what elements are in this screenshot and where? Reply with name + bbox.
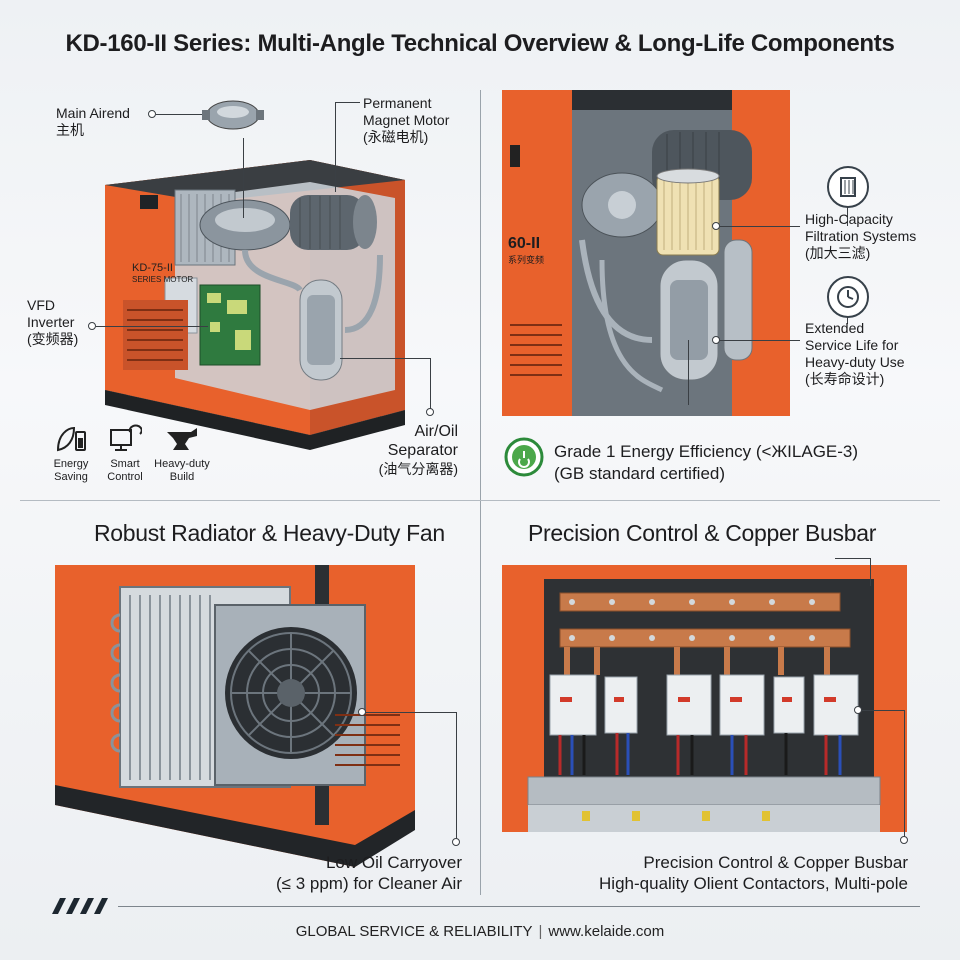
label-low-oil-carryover: Low Oil Carryover(≤ 3 ppm) for Cleaner A… — [275, 853, 462, 893]
footer: GLOBAL SERVICE & RELIABILITY | www.kelaide… — [0, 923, 960, 940]
life-leader-drop — [688, 340, 689, 405]
motor-leader-top — [335, 102, 360, 103]
title-radiator-fan: Robust Radiator & Heavy-Duty Fan — [94, 520, 445, 546]
footer-tagline: GLOBAL SERVICE & RELIABILITY — [295, 923, 533, 940]
control-cabinet-illustration — [502, 565, 907, 832]
vfd-leader-line — [96, 326, 208, 327]
vertical-divider — [480, 90, 481, 895]
radiator-leader-v — [456, 712, 457, 842]
radiator-fan-illustration — [55, 565, 415, 867]
page-title: KD-160-II Series: Multi-Angle Technical … — [65, 30, 895, 57]
contactor-leader-h — [862, 710, 904, 711]
footer-separator: | — [538, 923, 543, 940]
footer-rule — [118, 906, 920, 907]
filter-icon-stem — [847, 206, 848, 226]
busbar-leader-end — [835, 558, 871, 559]
smart-control-icon — [110, 424, 142, 451]
title-precision-control: Precision Control & Copper Busbar — [528, 520, 877, 546]
filter-leader-dot — [712, 222, 720, 230]
airend-thumbnail-icon — [202, 100, 264, 130]
separator-leader-dot — [426, 408, 434, 416]
quadrant-radiator-fan: Robust Radiator & Heavy-Duty Fan — [0, 500, 480, 900]
contactor-leader-end — [900, 836, 908, 844]
radiator-leader-dot — [358, 708, 366, 716]
filter-cartridge-icon — [840, 177, 856, 197]
airend-drop-line — [243, 138, 244, 218]
busbar-leader-top — [870, 558, 871, 586]
radiator-leader-h — [366, 712, 456, 713]
airend-leader-line — [156, 114, 204, 115]
footer-stripes-icon — [52, 898, 108, 914]
life-leader-line — [720, 340, 800, 341]
footer-website-link[interactable]: www.kelaide.com — [548, 923, 665, 940]
internal-components-illustration — [502, 90, 790, 416]
energy-efficiency-badge-icon — [504, 437, 544, 477]
energy-saving-icon — [56, 426, 86, 452]
separator-leader-h — [340, 358, 430, 359]
radiator-leader-end — [452, 838, 460, 846]
separator-leader-v — [430, 358, 431, 413]
contactor-leader-v — [904, 710, 905, 840]
airend-leader-dot — [148, 110, 156, 118]
compressor-cutaway-illustration — [105, 160, 405, 450]
vfd-leader-dot — [88, 322, 96, 330]
motor-leader-line — [335, 102, 336, 192]
life-leader-dot — [712, 336, 720, 344]
contactor-leader-dot — [854, 706, 862, 714]
horizontal-divider — [20, 500, 940, 501]
quadrant-control-busbar: Precision Control & Copper Busbar — [480, 500, 960, 900]
heavy-duty-anvil-icon — [167, 428, 197, 450]
filter-leader-line — [720, 226, 800, 227]
clock-icon — [837, 286, 859, 308]
filtration-icon — [827, 166, 869, 208]
service-life-icon — [827, 276, 869, 318]
life-icon-stem — [847, 316, 848, 324]
label-grade-1-energy: Grade 1 Energy Efficiency (<ЖILAGE-3)(GB… — [554, 442, 859, 483]
